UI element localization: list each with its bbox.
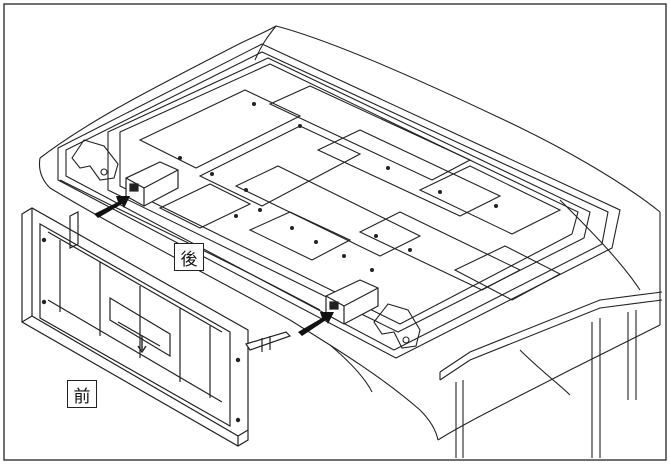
label-rear: 後 [174,243,204,271]
mounting-brackets [125,161,379,325]
tv-panel [57,43,621,359]
figure-frame [3,3,667,461]
label-front: 前 [67,380,97,408]
stand-base [21,207,292,447]
front-arrow [298,312,334,336]
table [439,291,663,458]
insertion-arrows [94,196,334,336]
rear-arrow [94,196,130,218]
protective-cloth [38,25,661,441]
